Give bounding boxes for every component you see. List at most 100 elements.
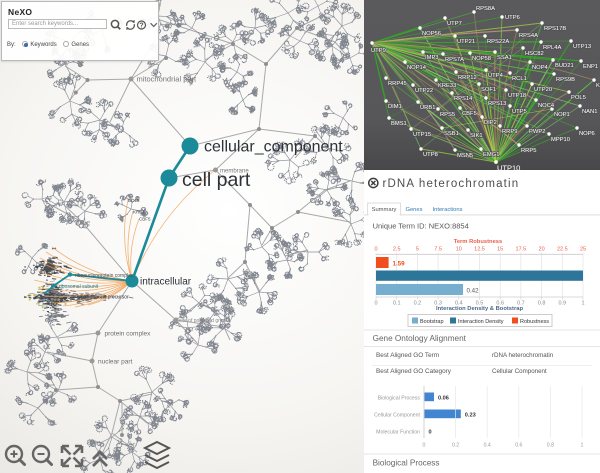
svg-text:SOF1: SOF1	[481, 87, 496, 93]
svg-text:20: 20	[539, 247, 545, 253]
svg-text:membrane: membrane	[220, 169, 249, 175]
svg-text:RRP45: RRP45	[388, 81, 407, 87]
svg-text:0.3: 0.3	[434, 301, 442, 307]
svg-text:0.1: 0.1	[393, 301, 401, 307]
svg-text:RPS4A: RPS4A	[519, 33, 538, 39]
svg-text:0.4: 0.4	[484, 443, 491, 449]
svg-text:RRP12: RRP12	[458, 75, 477, 81]
svg-text:10: 10	[456, 247, 462, 253]
svg-text:SSB1: SSB1	[444, 131, 459, 137]
svg-text:BMS1: BMS1	[391, 121, 407, 127]
svg-text:?: ?	[139, 22, 143, 29]
svg-text:BUD21: BUD21	[555, 63, 574, 69]
svg-text:0.6: 0.6	[515, 443, 522, 449]
svg-text:Unique Term ID: NEXO:8854: Unique Term ID: NEXO:8854	[373, 222, 469, 231]
svg-text:small subunit precursor: small subunit precursor	[77, 295, 129, 301]
svg-text:UTP7: UTP7	[447, 21, 462, 27]
svg-text:NOP6: NOP6	[579, 131, 595, 137]
svg-text:RPS5: RPS5	[440, 112, 455, 118]
svg-text:0.06: 0.06	[438, 395, 449, 401]
svg-text:NOP56: NOP56	[422, 31, 441, 37]
svg-text:Summary: Summary	[372, 207, 397, 213]
svg-text:protein complex: protein complex	[105, 331, 152, 338]
svg-text:MSN5: MSN5	[457, 153, 473, 159]
svg-text:Interaction Density: Interaction Density	[458, 319, 504, 325]
svg-text:RPS9B: RPS9B	[556, 77, 575, 83]
svg-text:ribonucleoprotein complex: ribonucleoprotein complex	[75, 273, 134, 279]
svg-text:KRE: KRE	[596, 83, 600, 89]
svg-text:RRP5: RRP5	[521, 148, 536, 154]
svg-text:IMP3: IMP3	[425, 55, 439, 61]
svg-text:RRP9: RRP9	[502, 129, 517, 135]
svg-text:12.5: 12.5	[474, 247, 485, 253]
svg-text:KRE33: KRE33	[438, 83, 456, 89]
svg-text:0.8: 0.8	[538, 301, 546, 307]
svg-text:Biological Process: Biological Process	[378, 395, 421, 401]
svg-text:DIM1: DIM1	[388, 104, 402, 110]
svg-text:cell part: cell part	[182, 169, 251, 191]
svg-text:7.5: 7.5	[434, 247, 442, 253]
svg-text:CBF5: CBF5	[139, 217, 151, 222]
svg-text:UTP20: UTP20	[534, 87, 552, 93]
svg-text:0.42: 0.42	[467, 287, 480, 294]
svg-text:25: 25	[580, 247, 586, 253]
svg-text:EMG1: EMG1	[483, 152, 499, 158]
svg-text:0.7: 0.7	[517, 301, 525, 307]
svg-text:UTP8: UTP8	[423, 152, 438, 158]
svg-text:nuclear part: nuclear part	[98, 359, 133, 366]
svg-text:0.23: 0.23	[465, 412, 476, 418]
svg-text:UTP10: UTP10	[497, 164, 520, 171]
svg-text:HSC82: HSC82	[525, 51, 544, 57]
svg-text:0.9: 0.9	[558, 301, 566, 307]
svg-text:UTP5: UTP5	[512, 109, 527, 115]
svg-text:Interaction Density & Bootstra: Interaction Density & Bootstrap	[436, 306, 523, 312]
svg-text:NAN1: NAN1	[582, 109, 597, 115]
svg-text:Molecular Function: Molecular Function	[376, 429, 420, 435]
svg-text:Robustness: Robustness	[520, 319, 549, 325]
svg-text:RPS13: RPS13	[488, 101, 506, 107]
svg-text:CBF5: CBF5	[462, 111, 477, 117]
svg-text:KRE1: KRE1	[133, 210, 145, 215]
svg-text:MPP10: MPP10	[551, 137, 570, 143]
svg-text:0.2: 0.2	[414, 301, 422, 307]
svg-text:1.59: 1.59	[393, 261, 406, 268]
svg-text:0: 0	[423, 443, 426, 449]
svg-text:cellular_component: cellular_component	[204, 139, 343, 156]
svg-text:15: 15	[497, 247, 503, 253]
svg-text:22.5: 22.5	[557, 247, 568, 253]
svg-text:Genes: Genes	[405, 207, 422, 213]
svg-text:RPL4A: RPL4A	[543, 45, 562, 51]
svg-text:SSA1: SSA1	[497, 55, 512, 61]
svg-text:5: 5	[416, 247, 419, 253]
svg-text:ENP1: ENP1	[583, 64, 598, 70]
svg-text:RPS22A: RPS22A	[487, 39, 509, 45]
svg-text:Cellular Component: Cellular Component	[492, 368, 547, 375]
svg-text:NOP14: NOP14	[407, 65, 427, 71]
svg-text:Gene Ontology Alignment: Gene Ontology Alignment	[373, 334, 467, 343]
svg-text:UTP9: UTP9	[371, 48, 386, 54]
svg-text:0.2: 0.2	[452, 443, 459, 449]
svg-text:UTP18: UTP18	[508, 93, 526, 99]
svg-text:BOL5: BOL5	[128, 198, 140, 203]
svg-text:UTP13: UTP13	[573, 44, 591, 50]
svg-text:DIP2: DIP2	[484, 120, 497, 126]
svg-text:RCL1: RCL1	[512, 76, 527, 82]
svg-text:RPS14: RPS14	[454, 96, 473, 102]
svg-text:Cellular Component: Cellular Component	[374, 412, 420, 418]
svg-text:Bootstrap: Bootstrap	[420, 319, 444, 325]
svg-text:2.5: 2.5	[393, 247, 401, 253]
svg-text:NOC4: NOC4	[538, 103, 555, 109]
svg-text:Interactions: Interactions	[433, 207, 463, 213]
svg-text:UTP22: UTP22	[415, 88, 433, 94]
svg-text:rDNA heterochromatin: rDNA heterochromatin	[383, 178, 520, 190]
svg-text:mitochondrial part: mitochondrial part	[137, 75, 198, 84]
svg-text:NOP1: NOP1	[554, 112, 570, 118]
svg-text:PWP2: PWP2	[529, 129, 545, 135]
svg-text:0.6: 0.6	[496, 301, 504, 307]
svg-text:1: 1	[581, 301, 584, 307]
svg-text:0.8: 0.8	[547, 443, 554, 449]
svg-text:RPS7A: RPS7A	[445, 57, 464, 63]
svg-text:URB1: URB1	[420, 105, 435, 111]
svg-text:UTP21: UTP21	[457, 39, 475, 45]
svg-text:UTP15: UTP15	[413, 132, 431, 138]
